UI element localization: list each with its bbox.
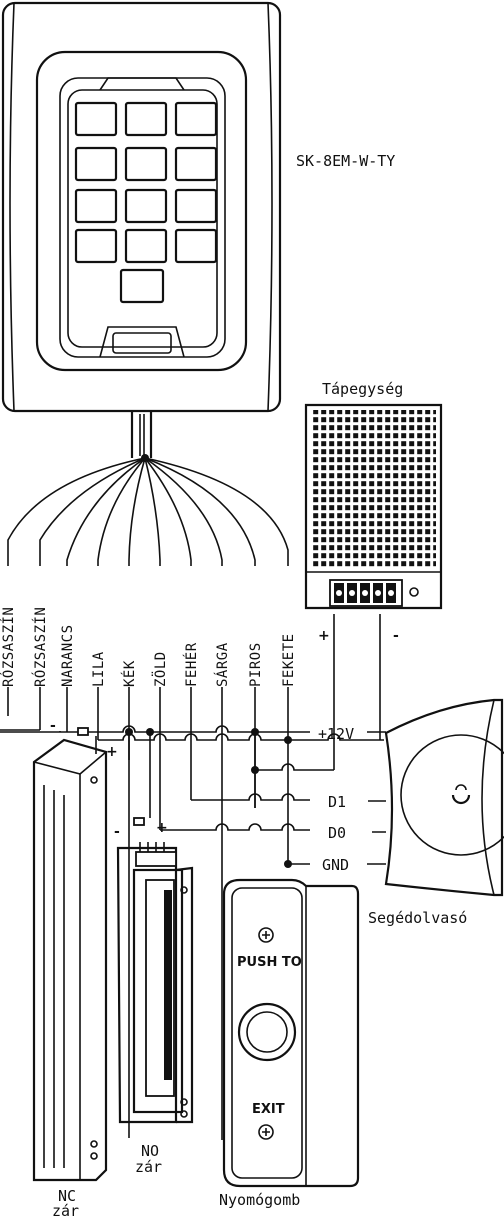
exit-button bbox=[222, 878, 360, 1188]
nc-lock-minus: - bbox=[50, 718, 56, 734]
keypad-model: SK-8EM-W-TY bbox=[296, 152, 395, 170]
wire-label-white: FEHÉR bbox=[183, 642, 200, 687]
wire-label-yellow: SÁRGA bbox=[214, 642, 231, 687]
nc-lock bbox=[32, 738, 108, 1182]
terminal-12v: +12V bbox=[318, 725, 354, 743]
no-lock-label-2: zár bbox=[135, 1158, 162, 1176]
wire-label-black: FEKETE bbox=[281, 633, 297, 687]
no-lock-plus: + bbox=[156, 820, 168, 836]
wire-label-orange: NARANCS bbox=[60, 624, 76, 687]
nc-lock-label-1: NC bbox=[58, 1187, 76, 1205]
cable bbox=[130, 411, 153, 462]
power-supply bbox=[304, 403, 443, 610]
power-supply-plus: + bbox=[318, 628, 330, 644]
wire-fanout bbox=[7, 457, 289, 566]
wiring bbox=[0, 614, 384, 1140]
wire-label-purple: LILA bbox=[91, 651, 107, 687]
wire-label-pink-2: RÓZSASZÍN bbox=[31, 607, 49, 687]
exit-button-top-text: PUSH TO bbox=[237, 955, 302, 970]
nc-lock-plus: + bbox=[106, 744, 118, 760]
wire-label-blue: KÉK bbox=[121, 660, 138, 687]
nc-lock-label-2: zár bbox=[52, 1202, 79, 1219]
terminal-d0: D0 bbox=[328, 824, 346, 842]
wire-labels: RÓZSASZÍN RÓZSASZÍN NARANCS LILA KÉK ZÖL… bbox=[0, 607, 297, 687]
keypad-keys bbox=[74, 101, 218, 304]
reader-name: Segédolvasó bbox=[368, 909, 467, 927]
reader-terminals: D1 D0 GND +12V bbox=[318, 725, 386, 874]
wire-label-green: ZÖLD bbox=[151, 651, 169, 687]
power-supply-title: Tápegység bbox=[322, 380, 403, 398]
wire-label-red: PIROS bbox=[248, 642, 264, 687]
terminal-gnd: GND bbox=[322, 856, 349, 874]
no-lock-label-1: NO bbox=[141, 1142, 159, 1160]
wire-label-pink-1: RÓZSASZÍN bbox=[0, 607, 17, 687]
aux-reader bbox=[384, 698, 504, 897]
no-lock bbox=[116, 842, 194, 1124]
power-supply-minus: - bbox=[393, 628, 399, 644]
exit-button-name: Nyomógomb bbox=[219, 1191, 300, 1209]
terminal-d1: D1 bbox=[328, 793, 346, 811]
exit-button-bottom-text: EXIT bbox=[252, 1102, 285, 1117]
keypad bbox=[1, 1, 282, 413]
no-lock-minus: - bbox=[114, 824, 120, 840]
